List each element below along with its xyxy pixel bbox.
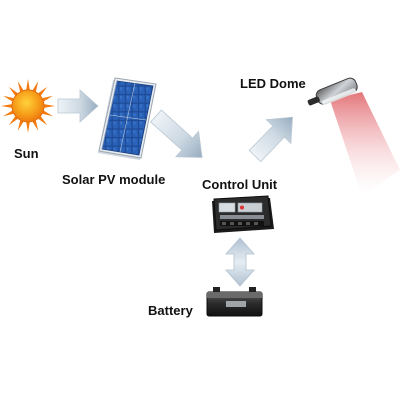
sun-ray — [41, 103, 55, 109]
label-battery: Battery — [148, 303, 193, 318]
label-led-dome: LED Dome — [240, 76, 306, 91]
battery-icon — [206, 287, 263, 317]
sun-ray — [1, 103, 15, 109]
sun-ray — [25, 119, 31, 133]
solar-panel-icon — [98, 77, 157, 160]
label-solar-pv-module: Solar PV module — [62, 172, 166, 187]
arrow-sun-to-panel — [57, 89, 99, 123]
label-control-unit: Control Unit — [202, 177, 278, 192]
arrow-controller-battery-bidirectional — [225, 237, 255, 287]
arrow-panel-to-controller — [150, 109, 203, 158]
sun-ray — [25, 79, 31, 93]
led-dome-lamp-icon — [307, 77, 400, 196]
sun-icon — [1, 79, 55, 133]
charge-controller-icon — [212, 195, 274, 233]
arrow-controller-to-led — [248, 116, 293, 163]
label-sun: Sun — [14, 146, 39, 161]
